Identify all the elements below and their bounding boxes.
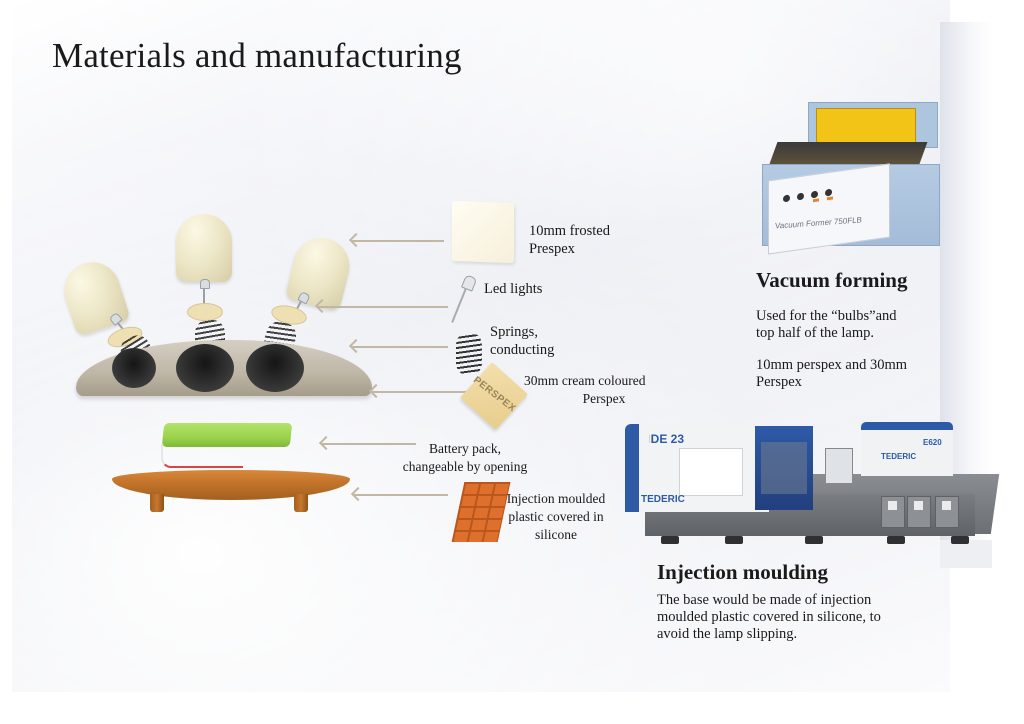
model-text: DE 23 (649, 432, 685, 446)
vacuum-forming-heading: Vacuum forming (756, 268, 908, 292)
indicator-icon (827, 196, 833, 201)
bulb-center (176, 214, 232, 282)
injection-moulding-machine: DDE 23 TEDERIC TEDERIC E620 (625, 420, 1000, 550)
vacuum-forming-materials: 10mm perspex and 30mm Perspex (756, 357, 908, 390)
label-battery-pack: Battery pack, changeable by opening (402, 441, 528, 474)
arrow-led-lights (318, 306, 448, 308)
machine-foot (951, 536, 969, 544)
arrow-cream-perspex (372, 391, 466, 393)
control-screen (825, 448, 853, 484)
machine-brand-label: TEDERIC (641, 494, 685, 505)
bulb-socket-right (246, 344, 304, 392)
spring-sample (456, 334, 482, 374)
page-title: Materials and manufacturing (52, 36, 462, 75)
machine-foot (887, 536, 905, 544)
clamping-window (761, 442, 807, 494)
injection-moulding-heading: Injection moulding (657, 560, 828, 584)
guard-window (679, 448, 743, 496)
tray-leg-left (150, 494, 164, 512)
knob-icon (825, 188, 832, 197)
bulb-socket-left (112, 348, 156, 388)
label-frosted-prespex: 10mm frosted Prespex (529, 223, 610, 257)
side-strip-lower (940, 540, 992, 568)
battery-wire (161, 444, 243, 468)
cabinet-door (935, 496, 959, 528)
knob-icon (783, 194, 790, 203)
frosted-prespex-sample (452, 200, 514, 264)
vacuum-forming-description: Used for the “bulbs”and top half of the … (756, 308, 897, 341)
perspex-mark: PERSPEX (471, 374, 518, 415)
injection-unit: TEDERIC E620 (861, 422, 953, 476)
machine-foot (725, 536, 743, 544)
tray-leg-right (294, 494, 308, 512)
led-center (200, 279, 210, 305)
label-springs: Springs, conducting (490, 324, 555, 358)
cabinet-door (881, 496, 905, 528)
bulb-socket-center (176, 344, 234, 392)
indicator-icon (813, 198, 819, 203)
vacuum-former-model-label: Vacuum Former 750FLB (774, 215, 863, 231)
knob-icon (797, 192, 804, 201)
machine-model-label: DDE 23 (649, 432, 685, 446)
disc-center (187, 303, 223, 321)
vacuum-former-machine: Vacuum Former 750FLB (760, 102, 940, 255)
vacuum-former-heater (816, 108, 916, 144)
arrow-battery-pack (322, 443, 416, 445)
arrow-silicone-base (354, 494, 448, 496)
label-led-lights: Led lights (484, 281, 543, 297)
label-silicone-base: Injection moulded plastic covered in sil… (506, 491, 606, 542)
arrow-frosted-prespex (352, 240, 444, 242)
cabinet-door (907, 496, 931, 528)
injection-unit-model: E620 (923, 438, 942, 447)
machine-foot (805, 536, 823, 544)
knob-icon (811, 190, 818, 199)
injection-unit-brand: TEDERIC (881, 452, 917, 461)
label-cream-perspex: 30mm cream coloured Perspex (524, 373, 646, 406)
machine-safety-guard: DDE 23 TEDERIC (625, 424, 769, 512)
machine-foot (661, 536, 679, 544)
arrow-springs (352, 346, 448, 348)
injection-moulding-description: The base would be made of injection moul… (657, 592, 881, 642)
